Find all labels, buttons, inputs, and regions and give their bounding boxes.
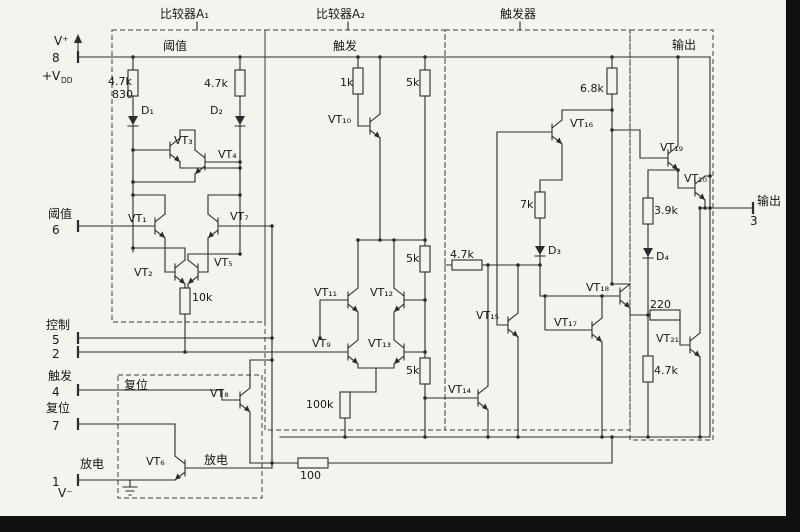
vt21-label: VT₂₁ (656, 332, 679, 345)
resistor-r2 (234, 69, 246, 97)
resistor-r10-value: 7k (520, 198, 534, 211)
discharge-wire-label: 放电 (204, 452, 228, 467)
resistor-r6-value: 5k (406, 252, 420, 265)
pin2-number: 2 (52, 347, 60, 361)
resistor-r13-value: 220 (650, 298, 671, 311)
resistor-r12 (642, 197, 654, 225)
pin7-number: 7 (52, 419, 60, 433)
resistor-r3 (179, 287, 191, 315)
resistor-r10 (534, 191, 546, 219)
resistor-r9-value: 6.8k (580, 82, 604, 95)
section-title-comparator-a2: 比较器A₂ (316, 6, 365, 21)
vt6-label: VT₆ (146, 455, 165, 468)
diode-d4-label: D₄ (656, 250, 669, 263)
pin4-number: 4 (52, 385, 60, 399)
pin4-name-label: 触发 (48, 368, 72, 383)
resistor-r2-value: 4.7k (204, 77, 228, 90)
diode-d3-label: D₃ (548, 244, 561, 257)
vt15-label: VT₁₅ (476, 309, 499, 322)
section-boxes (111, 29, 714, 499)
pin-ticks (76, 51, 755, 486)
resistor-r5-value: 5k (406, 76, 420, 89)
vt13-label: VT₁₃ (368, 337, 391, 350)
wires (74, 21, 754, 496)
reset-box (117, 374, 263, 499)
vt8-label: VT₈ (210, 387, 229, 400)
resistor-r4 (352, 67, 364, 95)
pin8-vplus-label: V⁺ (54, 34, 69, 48)
vt1-label: VT₁ (128, 212, 147, 225)
labels: 比较器A₁ 比较器A₂ 触发器 输出 阈值 触发 V⁺ 8 +V DD 阈值 6… (42, 6, 781, 500)
pin3-name-label: 输出 (757, 193, 781, 208)
resistor-r14-value: 4.7k (654, 364, 678, 377)
resistor-r1-value: 4.7k (108, 75, 132, 88)
junction-dots (131, 55, 712, 465)
section-title-comparator-a1: 比较器A₁ (160, 6, 209, 21)
section-title-output: 输出 (672, 37, 696, 52)
resistor-r15-value: 100 (300, 469, 321, 482)
vt18-label: VT₁₈ (586, 281, 610, 294)
resistor-r8-value: 100k (306, 398, 334, 411)
vt4-label: VT₄ (218, 148, 237, 161)
resistor-r15 (297, 457, 329, 469)
trigger-sublabel: 触发 (333, 38, 357, 53)
threshold-sublabel: 阈值 (163, 38, 187, 53)
resistor-r5 (419, 69, 431, 97)
output-box (629, 29, 714, 441)
resistor-r11 (451, 259, 483, 271)
resistor-r13 (649, 309, 681, 321)
vt11-label: VT₁₁ (314, 286, 337, 299)
pin1-name-label: 放电 (80, 456, 104, 471)
reset-box-label: 复位 (124, 377, 148, 392)
vt17-label: VT₁₇ (554, 316, 577, 329)
resistor-r3-value: 10k (192, 291, 213, 304)
pin3-number: 3 (750, 214, 758, 228)
vt12-label: VT₁₂ (370, 286, 393, 299)
resistor-r6 (419, 245, 431, 273)
resistor-r1b-value: 830 (112, 88, 133, 101)
vt19-label: VT₁₉ (660, 141, 683, 154)
vt3-label: VT₃ (174, 134, 193, 147)
pin6-name-label: 阈值 (48, 206, 72, 221)
pin8-vdd-subscript: DD (61, 76, 73, 85)
pin8-vdd-label: +V (42, 69, 61, 83)
resistor-r8 (339, 391, 351, 419)
pin1-number: 1 (52, 475, 60, 489)
pin5-name-label: 控制 (46, 318, 70, 332)
vt2-label: VT₂ (134, 266, 153, 279)
pin8-number: 8 (52, 51, 60, 65)
section-title-flipflop: 触发器 (500, 6, 536, 21)
vt16-label: VT₁₆ (570, 117, 594, 130)
pin6-number: 6 (52, 223, 60, 237)
resistor-r7-value: 5k (406, 364, 420, 377)
vt5-label: VT₅ (214, 256, 233, 269)
comparator-a1-box (111, 29, 266, 323)
resistor-r14 (642, 355, 654, 383)
vt10-label: VT₁₀ (328, 113, 352, 126)
vplus-arrow (74, 34, 82, 43)
resistor-r9 (606, 67, 618, 95)
vt14-label: VT₁₄ (448, 383, 472, 396)
vt20-label: VT₂₀ (684, 172, 708, 185)
resistor-r4-value: 1k (340, 76, 354, 89)
pin5-number: 5 (52, 333, 60, 347)
resistor-r11-value: 4.7k (450, 248, 474, 261)
pin1-vminus-label: V⁻ (58, 486, 73, 500)
pin7-name-label: 复位 (46, 400, 70, 415)
resistor-r7 (419, 357, 431, 385)
resistor-r12-value: 3.9k (654, 204, 678, 217)
vt9-label: VT₉ (312, 337, 331, 350)
vt7-label: VT₇ (230, 210, 249, 223)
diode-d1-label: D₁ (141, 104, 154, 117)
diode-d2-label: D₂ (210, 104, 223, 117)
